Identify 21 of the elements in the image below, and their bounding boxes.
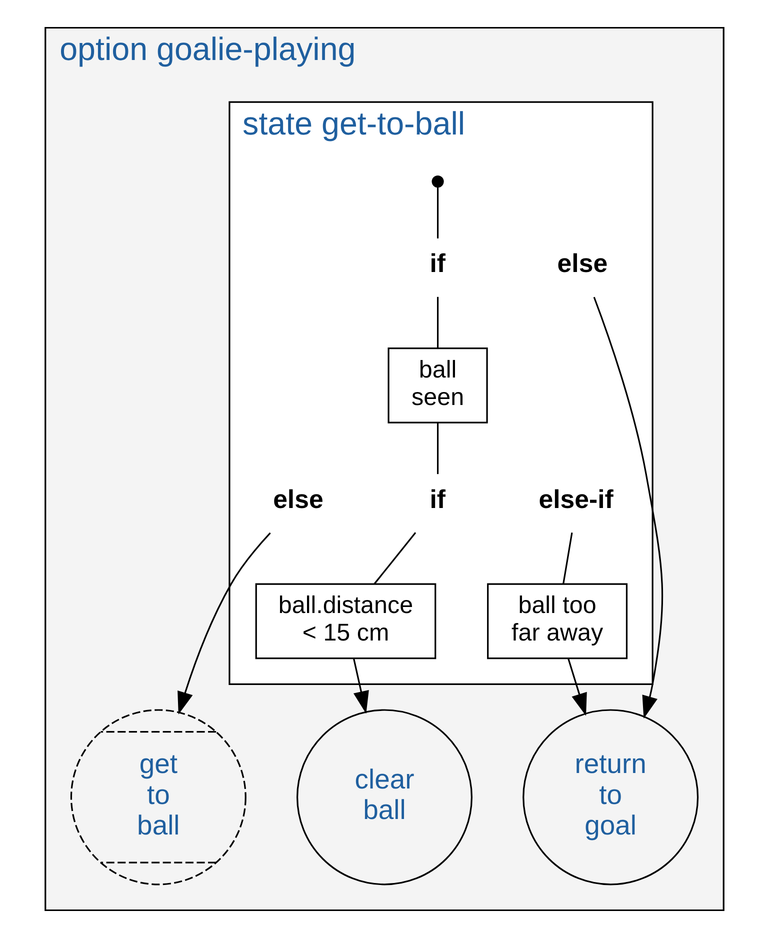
connector: [562, 532, 573, 584]
node-circle: return to goal: [522, 709, 699, 886]
connector: [374, 532, 416, 584]
arrow: [352, 658, 369, 714]
node-box: ball.distance < 15 cm: [255, 583, 436, 660]
connector: [436, 187, 439, 238]
node-box: ball seen: [388, 347, 488, 424]
arrow: [178, 532, 271, 714]
node-text: else: [557, 250, 608, 278]
node-circle: get to ball: [70, 709, 246, 886]
node-circle: clear ball: [296, 709, 473, 886]
arrow: [568, 658, 587, 716]
connector: [436, 296, 439, 348]
node-text: else-if: [538, 486, 614, 514]
node-circle: [432, 176, 444, 188]
arrow: [593, 296, 664, 719]
node-text: else: [273, 486, 324, 514]
connector: [436, 422, 439, 474]
node-text: if: [430, 250, 446, 278]
node-text: if: [430, 486, 446, 514]
node-box: ball too far away: [487, 583, 628, 660]
